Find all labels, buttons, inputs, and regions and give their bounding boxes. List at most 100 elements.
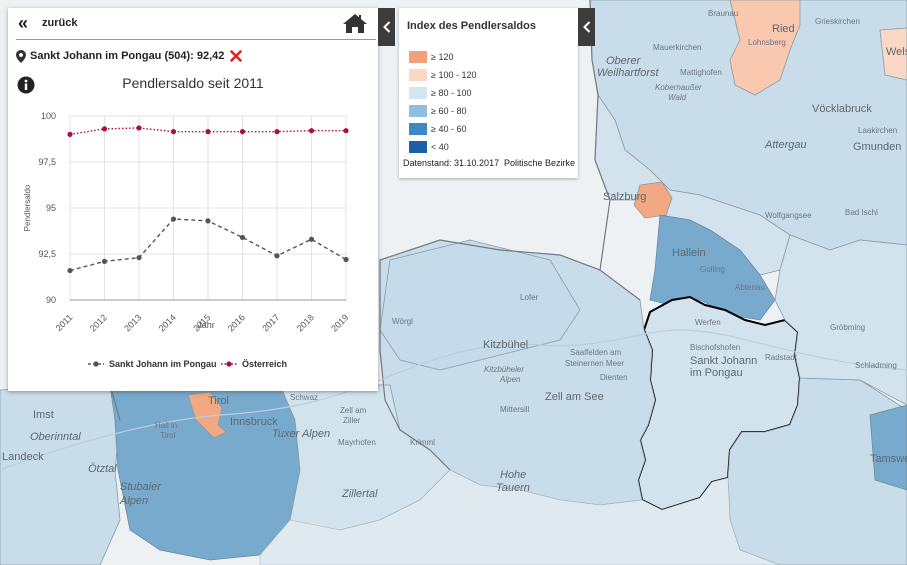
map-label: Hohe <box>500 469 526 481</box>
data-point <box>343 256 349 263</box>
panel-header: « zurück <box>8 8 378 40</box>
close-x-icon[interactable] <box>230 50 243 62</box>
legend-swatch <box>409 87 427 99</box>
y-tick-label: 100 <box>41 111 56 121</box>
chart-panel-collapse-button[interactable] <box>378 8 395 46</box>
x-tick-label: 2013 <box>122 312 143 333</box>
x-tick-label: 2012 <box>88 312 109 333</box>
district-wels[interactable] <box>879 27 907 81</box>
legend-item: < 40 <box>409 138 476 156</box>
x-tick-label: 2011 <box>54 312 75 333</box>
double-chevron-left-icon[interactable]: « <box>18 13 29 33</box>
data-point <box>308 236 315 242</box>
x-tick-label: 2019 <box>329 312 350 333</box>
data-point <box>101 126 108 132</box>
district-innsbruck-city[interactable] <box>187 391 227 439</box>
header-divider <box>16 39 376 40</box>
map-label: Steinernen Meer <box>565 359 624 368</box>
legend-item: ≥ 80 - 100 <box>409 84 476 102</box>
legend-label: ≥ 60 - 80 <box>431 106 467 116</box>
district-braunau[interactable] <box>729 0 801 96</box>
legend-label: ≥ 80 - 100 <box>431 88 472 98</box>
map-label: Oberinntal <box>30 431 81 443</box>
district-kitzbuehel[interactable] <box>379 239 581 371</box>
map-label: Landeck <box>2 451 44 463</box>
map-label: Werfen <box>695 318 721 327</box>
district-salzburg-city[interactable] <box>633 181 673 219</box>
legend-label: ≥ 100 - 120 <box>431 70 477 80</box>
map-label: Alpen <box>499 375 521 384</box>
y-axis-label: Pendlersaldo <box>23 184 32 231</box>
home-icon[interactable] <box>342 12 368 34</box>
district-liezen[interactable] <box>774 234 907 406</box>
map-label: Kitzbüheler <box>484 365 524 374</box>
map-label: Bad Ischl <box>845 208 878 217</box>
map-label: Gröbming <box>830 323 865 332</box>
legend-title: Index des Pendlersaldos <box>407 20 536 32</box>
map-label: Zillertal <box>341 488 378 500</box>
map-label: Abtenau <box>735 283 765 292</box>
map-label: Gmunden <box>853 141 901 153</box>
legend-series-name: Österreich <box>242 359 287 369</box>
chevron-left-icon <box>582 21 590 33</box>
layer-selector-link[interactable]: Politische Bezirke <box>503 158 575 168</box>
info-icon[interactable] <box>17 76 35 94</box>
map-label: Tauern <box>496 482 530 494</box>
data-point <box>274 253 280 259</box>
map-label: Zell am <box>340 406 367 415</box>
chart-title: Pendlersaldo seit 2011 <box>122 75 264 91</box>
map-label: Attergau <box>764 139 807 151</box>
district-south-tyrol[interactable] <box>259 469 781 565</box>
series-line <box>69 127 346 136</box>
map-label: Sankt Johann <box>690 355 757 367</box>
map-label: Schladming <box>855 361 897 370</box>
district-tirol-west[interactable] <box>0 384 121 565</box>
selected-region: Sankt Johann im Pongau (504): 92,42 <box>16 48 243 64</box>
map-label: Kitzbühel <box>483 339 528 351</box>
map-label: Weilhartforst <box>597 67 659 79</box>
x-tick-label: 2017 <box>260 312 281 333</box>
legend-panel-collapse-button[interactable] <box>578 8 595 46</box>
data-point <box>205 129 211 135</box>
legend-swatch <box>409 141 427 153</box>
map-label: Grieskirchen <box>815 17 860 26</box>
map-label: Saalfelden am <box>570 348 621 357</box>
x-tick-label: 2014 <box>157 312 178 333</box>
legend-marker <box>226 361 232 367</box>
map-label: Innsbruck <box>230 416 278 428</box>
map-label: Wörgl <box>392 317 413 326</box>
legend-panel: Index des Pendlersaldos ≥ 120 ≥ 100 - 12… <box>399 8 578 178</box>
map-label: Lohnsberg <box>748 38 786 47</box>
map-label: Radstadt <box>765 353 798 362</box>
map-label: Kobernaußer <box>655 83 702 92</box>
data-point <box>136 255 142 261</box>
map-label: Hall in <box>155 421 177 430</box>
x-tick-label: 2018 <box>295 312 316 333</box>
map-pin-icon <box>16 49 26 63</box>
map-label: Tuxer Alpen <box>272 428 330 440</box>
data-point <box>170 129 177 135</box>
legend-footer: Datenstand: 31.10.2017 Politische Bezirk… <box>403 158 575 168</box>
data-point <box>170 216 177 222</box>
data-point <box>136 125 142 131</box>
line-chart: Pendlersaldo seit 2011 9092,59597,510020… <box>23 75 350 369</box>
district-hallein[interactable] <box>649 214 776 321</box>
data-date-label: Datenstand: 31.10.2017 <box>403 158 500 168</box>
legend-item: ≥ 100 - 120 <box>409 66 476 84</box>
map-label: Ried <box>772 23 795 35</box>
map-label: Vöcklabruck <box>812 103 872 115</box>
legend-series-name: Sankt Johann im Pongau <box>109 359 217 369</box>
district-tamsweg[interactable] <box>869 404 907 491</box>
legend-swatch <box>409 105 427 117</box>
map-label: Krimml <box>410 438 435 447</box>
back-link[interactable]: zurück <box>42 17 78 29</box>
map-label: Imst <box>33 409 54 421</box>
region-label: Sankt Johann im Pongau (504): 92,42 <box>30 50 225 62</box>
legend-label: ≥ 120 <box>431 52 454 62</box>
legend-swatch <box>409 123 427 135</box>
chart-gridlines <box>69 115 347 301</box>
data-point <box>239 129 246 135</box>
map-label: Mauerkirchen <box>653 43 701 52</box>
data-point <box>308 128 315 134</box>
map-label: Oberer <box>606 55 642 67</box>
